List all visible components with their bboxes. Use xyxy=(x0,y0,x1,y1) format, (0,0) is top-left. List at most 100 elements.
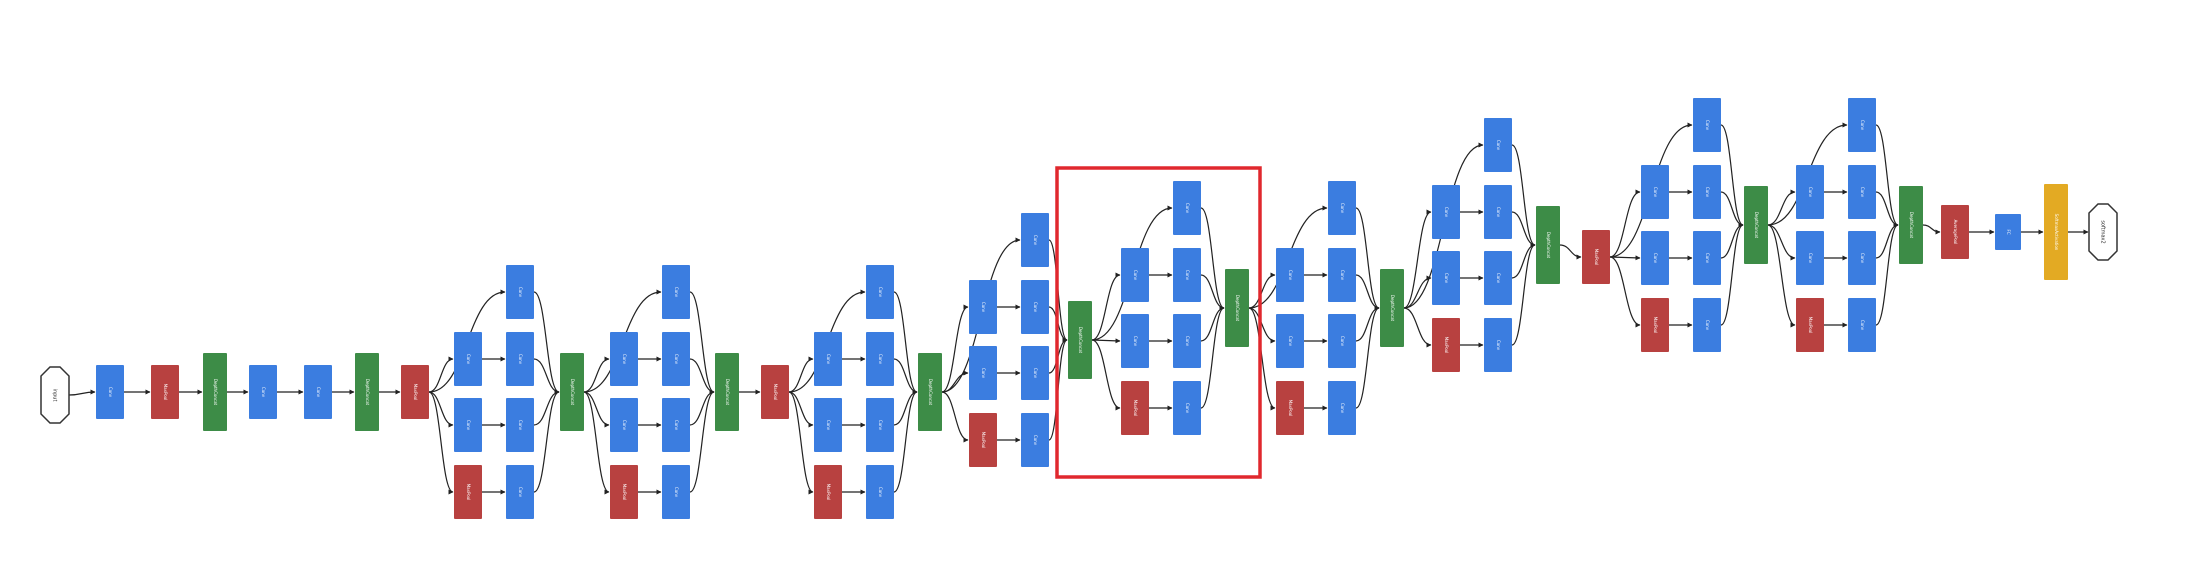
highlight-box xyxy=(1055,166,1262,479)
node-label: Conv xyxy=(674,354,679,365)
conv-node-45: Conv xyxy=(1328,248,1356,302)
conv-node-59: Conv xyxy=(1641,165,1669,219)
terminal-label: input xyxy=(52,389,58,402)
node-label: Conv xyxy=(622,420,627,431)
conv-node-36: Conv xyxy=(1173,181,1201,235)
node-label: Conv xyxy=(878,287,883,298)
pool-node-41: MaxPool xyxy=(1121,381,1149,435)
conv-node-11: Conv xyxy=(506,398,534,452)
node-label: Conv xyxy=(518,487,523,498)
node-label: DepthConcat xyxy=(213,379,218,406)
node-label: MaxPool xyxy=(1594,249,1599,266)
node-label: DepthConcat xyxy=(365,379,370,406)
node-label: Conv xyxy=(622,354,627,365)
node-label: DepthConcat xyxy=(1235,295,1240,322)
conv-node-52: Conv xyxy=(1484,185,1512,239)
conv-node-31: Conv xyxy=(1021,280,1049,334)
node-label: Conv xyxy=(981,302,986,313)
node-label: AveragePool xyxy=(1953,220,1958,245)
conv-node-65: Conv xyxy=(1848,98,1876,152)
pool-node-57: MaxPool xyxy=(1582,230,1610,284)
node-label: MaxPool xyxy=(773,384,778,401)
node-label: Conv xyxy=(1185,203,1190,214)
conv-node-15: Conv xyxy=(610,332,638,386)
conv-node-25: Conv xyxy=(814,398,842,452)
pool-node-70: MaxPool xyxy=(1796,298,1824,352)
node-label: MaxPool xyxy=(826,484,831,501)
inception-module-2: DepthConcat xyxy=(715,353,739,431)
node-label: Conv xyxy=(1705,187,1710,198)
node-label: MaxPool xyxy=(163,384,168,401)
node-label: DepthConcat xyxy=(1390,295,1395,322)
pool-node-27: MaxPool xyxy=(814,465,842,519)
node-label: Conv xyxy=(1133,270,1138,281)
pool-node-6: MaxPool xyxy=(401,365,429,419)
node-label: Conv xyxy=(1340,403,1345,414)
node-label: MaxPool xyxy=(981,432,986,449)
node-label: Conv xyxy=(1860,253,1865,264)
node-label: DepthConcat xyxy=(1078,327,1083,354)
input-terminal: input xyxy=(40,366,70,424)
conv-node-38: Conv xyxy=(1173,248,1201,302)
node-label: Conv xyxy=(1444,207,1449,218)
node-label: MaxPool xyxy=(466,484,471,501)
node-label: Conv xyxy=(1033,302,1038,313)
overlay xyxy=(1055,166,1262,479)
node-label: Conv xyxy=(1340,270,1345,281)
inception-module-5: DepthConcat xyxy=(1225,269,1249,347)
conv-node-20: Conv xyxy=(662,465,690,519)
node-label: Conv xyxy=(878,354,883,365)
pool-node-21: MaxPool xyxy=(761,365,789,419)
conv-node-18: Conv xyxy=(662,398,690,452)
node-label: Conv xyxy=(1705,120,1710,131)
conv-node-64: Conv xyxy=(1693,298,1721,352)
conv-node-35: Conv xyxy=(1021,413,1049,467)
inception-module-1: DepthConcat xyxy=(560,353,584,431)
conv-node-0: Conv xyxy=(96,365,124,419)
node-label: Conv xyxy=(518,287,523,298)
node-label: Conv xyxy=(518,420,523,431)
conv-node-10: Conv xyxy=(454,398,482,452)
node-label: Conv xyxy=(1033,235,1038,246)
conv-node-69: Conv xyxy=(1848,231,1876,285)
node-label: MaxPool xyxy=(1808,317,1813,334)
conv-node-28: Conv xyxy=(866,465,894,519)
node-label: Conv xyxy=(1185,403,1190,414)
node-label: SoftmaxActivation xyxy=(2054,214,2059,251)
inception-module-8: DepthConcat xyxy=(1744,186,1768,264)
node-label: MaxPool xyxy=(413,384,418,401)
conv-node-14: Conv xyxy=(662,265,690,319)
node-label: Conv xyxy=(1705,253,1710,264)
conv-node-49: Conv xyxy=(1328,381,1356,435)
node-label: Conv xyxy=(1340,336,1345,347)
conv-node-54: Conv xyxy=(1484,251,1512,305)
node-label: Conv xyxy=(466,354,471,365)
conv-node-47: Conv xyxy=(1328,314,1356,368)
concat-node-5: DepthConcat xyxy=(355,353,379,431)
conv-node-7: Conv xyxy=(506,265,534,319)
concat-node-2: DepthConcat xyxy=(203,353,227,431)
node-label: Conv xyxy=(316,387,321,398)
pool-node-63: MaxPool xyxy=(1641,298,1669,352)
conv-node-8: Conv xyxy=(454,332,482,386)
conv-node-51: Conv xyxy=(1432,185,1460,239)
node-label: Conv xyxy=(1653,187,1658,198)
fc-node-73: FC xyxy=(1995,214,2021,250)
node-label: Conv xyxy=(1340,203,1345,214)
node-label: DepthConcat xyxy=(928,379,933,406)
conv-node-44: Conv xyxy=(1276,248,1304,302)
pool-node-12: MaxPool xyxy=(454,465,482,519)
node-label: MaxPool xyxy=(622,484,627,501)
conv-node-23: Conv xyxy=(814,332,842,386)
conv-node-60: Conv xyxy=(1693,165,1721,219)
inception-module-9: DepthConcat xyxy=(1899,186,1923,264)
node-label: Conv xyxy=(1860,187,1865,198)
node-label: DepthConcat xyxy=(570,379,575,406)
conv-node-71: Conv xyxy=(1848,298,1876,352)
conv-node-13: Conv xyxy=(506,465,534,519)
node-label: Conv xyxy=(674,420,679,431)
conv-node-26: Conv xyxy=(866,398,894,452)
